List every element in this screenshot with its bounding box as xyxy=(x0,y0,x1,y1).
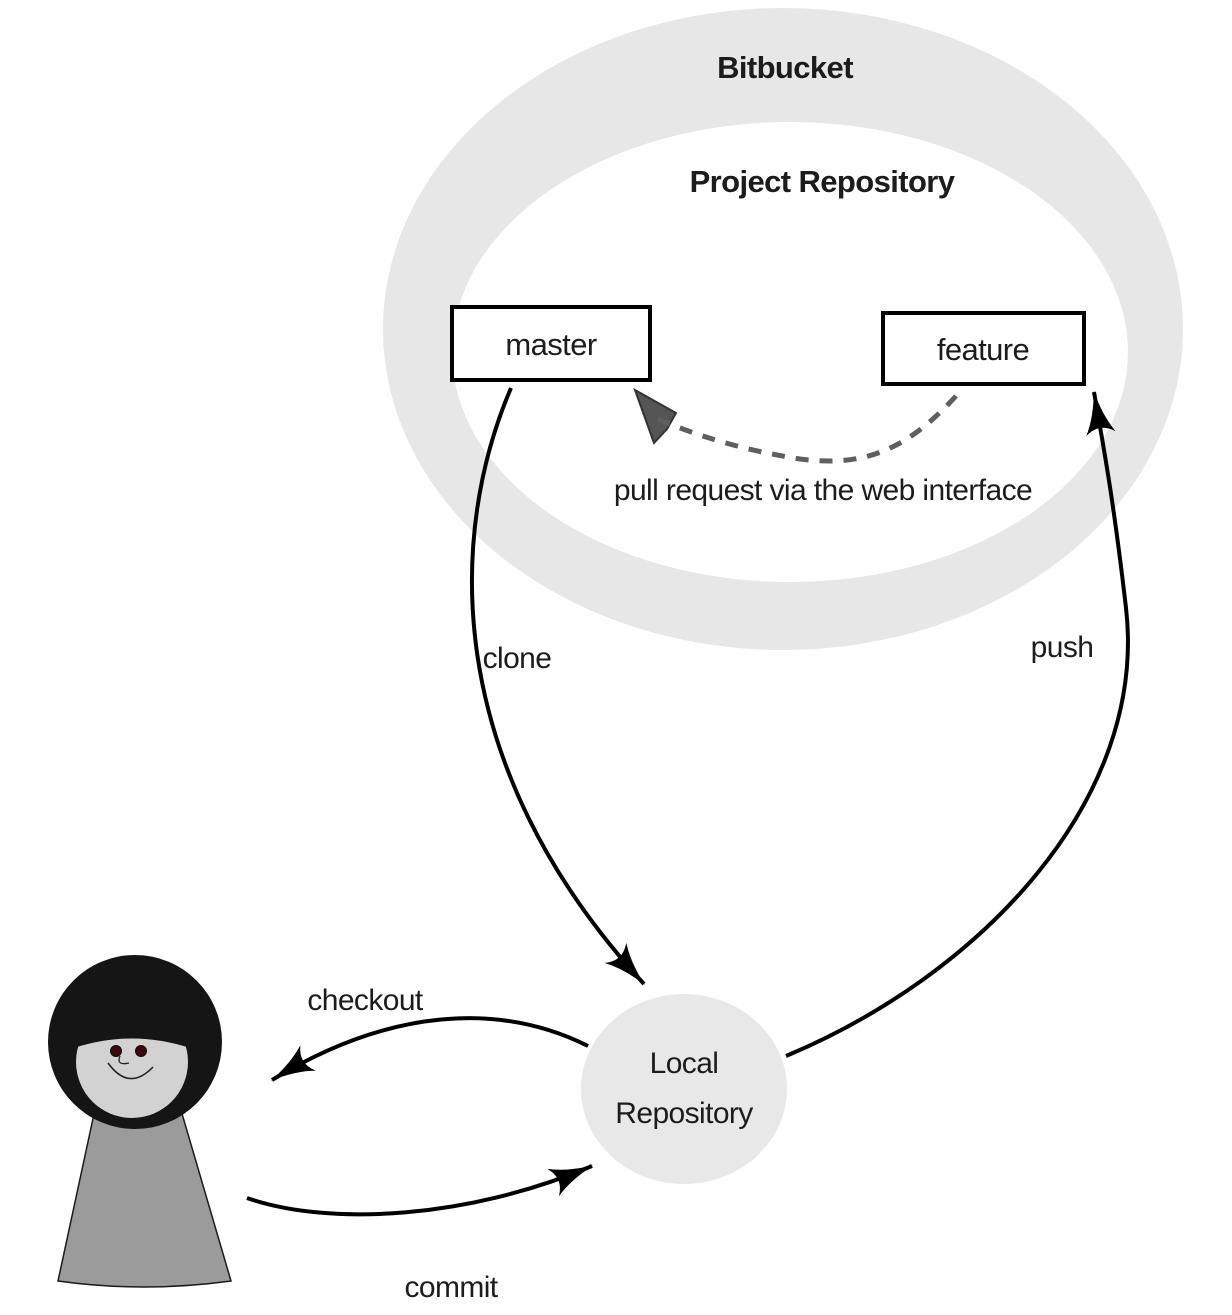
bitbucket-label: Bitbucket xyxy=(717,50,853,85)
pull-request-arrow xyxy=(654,394,958,464)
local-repository-label-line2: Repository xyxy=(615,1097,753,1130)
project-repository-label: Project Repository xyxy=(690,164,956,199)
commit-label: commit xyxy=(404,1271,498,1304)
local-repository-label-line1: Local xyxy=(650,1047,719,1080)
push-arrow xyxy=(785,390,1130,1058)
user-smile xyxy=(107,1062,154,1080)
commit-arrow xyxy=(246,1164,594,1217)
cursor-arrowhead-icon xyxy=(633,387,678,445)
user-body xyxy=(57,1099,232,1288)
clone-arrow xyxy=(469,387,646,986)
feature-box xyxy=(881,311,1086,386)
user-eye-left xyxy=(110,1045,122,1057)
pull-request-label: pull request via the web interface xyxy=(614,474,1032,507)
user-figure xyxy=(48,955,232,1288)
clone-label: clone xyxy=(483,642,552,675)
user-bangs xyxy=(74,994,190,1048)
master-box xyxy=(450,305,652,382)
feature-label: feature xyxy=(937,332,1029,367)
checkout-arrow xyxy=(270,1016,589,1082)
master-label: master xyxy=(505,327,596,362)
project-repository-area xyxy=(452,122,1128,582)
user-nose xyxy=(118,1055,130,1065)
user-eye-right xyxy=(135,1045,147,1057)
push-label: push xyxy=(1031,631,1094,664)
checkout-label: checkout xyxy=(307,984,424,1017)
local-repository-circle xyxy=(581,994,787,1184)
